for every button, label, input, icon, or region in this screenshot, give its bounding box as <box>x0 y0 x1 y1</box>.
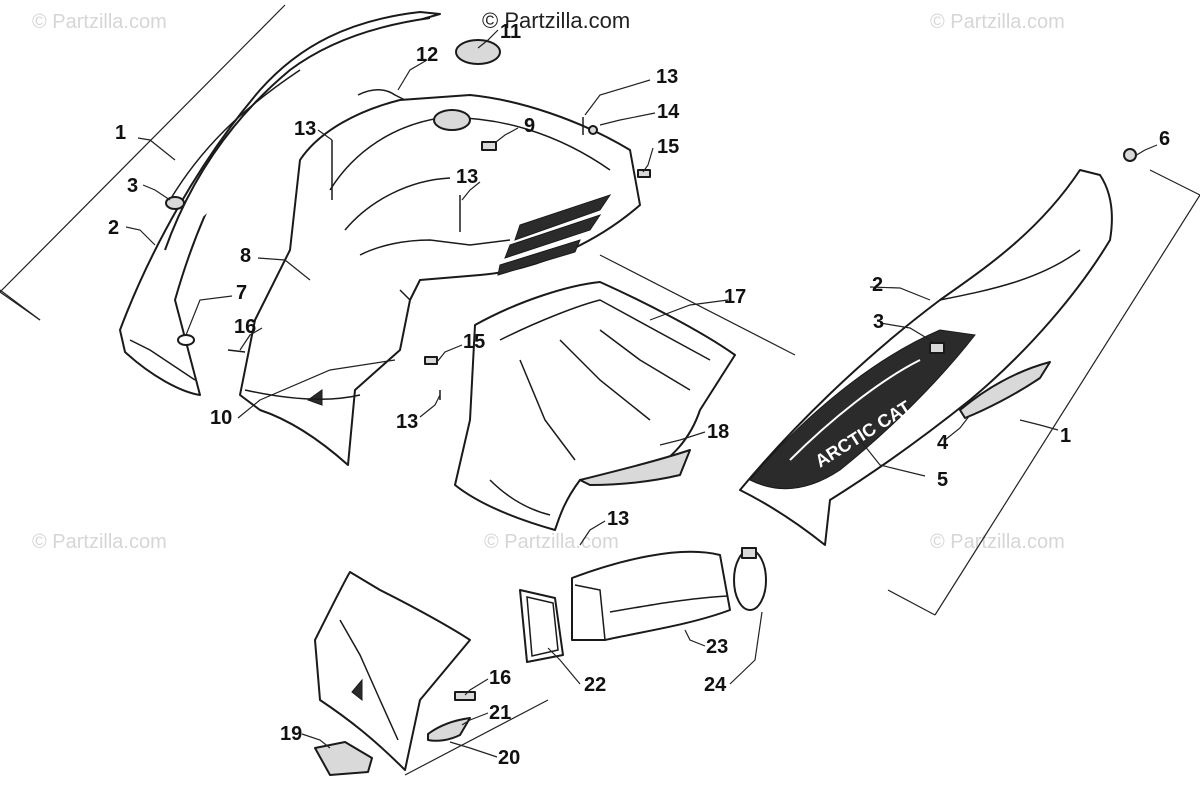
watermark-mid-left: © Partzilla.com <box>32 531 167 553</box>
reflector-lens <box>959 361 1051 419</box>
callout-1-right: 1 <box>1060 425 1071 447</box>
callout-24: 24 <box>704 674 727 696</box>
copyright-label: © Partzilla.com <box>482 8 630 33</box>
callout-2-left: 2 <box>108 217 119 239</box>
callout-8: 8 <box>240 245 251 267</box>
front-hood <box>177 39 651 466</box>
left-side-panel <box>0 4 441 396</box>
callout-13-a: 13 <box>294 118 316 140</box>
lower-front-panel <box>314 571 549 776</box>
callout-13-b: 13 <box>456 166 478 188</box>
vent-cap <box>455 39 501 65</box>
callout-4: 4 <box>937 432 949 454</box>
decal-arctic-cat <box>749 329 976 490</box>
grommet-left <box>165 196 185 210</box>
callout-10: 10 <box>210 407 232 429</box>
callout-13-e: 13 <box>607 508 629 530</box>
callout-6: 6 <box>1159 128 1170 150</box>
callout-22: 22 <box>584 674 606 696</box>
callout-13-d: 13 <box>396 411 418 433</box>
callout-15-a: 15 <box>657 136 679 158</box>
callout-7: 7 <box>236 282 247 304</box>
watermark-top-left: © Partzilla.com <box>32 11 167 33</box>
callout-5: 5 <box>937 469 948 491</box>
callout-19: 19 <box>280 723 302 745</box>
callout-3-right: 3 <box>873 311 884 333</box>
callout-labels: 1 1 2 2 3 3 4 5 6 7 8 9 10 11 12 13 13 1… <box>108 21 1170 769</box>
callout-20: 20 <box>498 747 520 769</box>
callout-11: 11 <box>500 21 521 43</box>
watermark-group: © Partzilla.com © Partzilla.com © Partzi… <box>32 11 1065 553</box>
watermark-top-right: © Partzilla.com <box>930 11 1065 33</box>
callout-12: 12 <box>416 44 438 66</box>
callout-14: 14 <box>657 101 680 123</box>
callout-17: 17 <box>724 286 746 308</box>
leader-lines <box>125 29 1158 758</box>
callout-16-b: 16 <box>489 667 511 689</box>
callout-3-left: 3 <box>127 175 138 197</box>
callout-13-c: 13 <box>656 66 678 88</box>
callout-16-a: 16 <box>234 316 256 338</box>
storage-tub <box>454 254 796 531</box>
callout-23: 23 <box>706 636 728 658</box>
callout-18: 18 <box>707 421 729 443</box>
air-duct-assembly <box>519 547 767 663</box>
callout-21: 21 <box>489 702 511 724</box>
watermark-mid-right: © Partzilla.com <box>930 531 1065 553</box>
watermark-mid-center: © Partzilla.com <box>484 531 619 553</box>
callout-9: 9 <box>524 115 535 137</box>
callout-1-left: 1 <box>115 122 126 144</box>
callout-15-b: 15 <box>463 331 485 353</box>
callout-2-right: 2 <box>872 274 883 296</box>
